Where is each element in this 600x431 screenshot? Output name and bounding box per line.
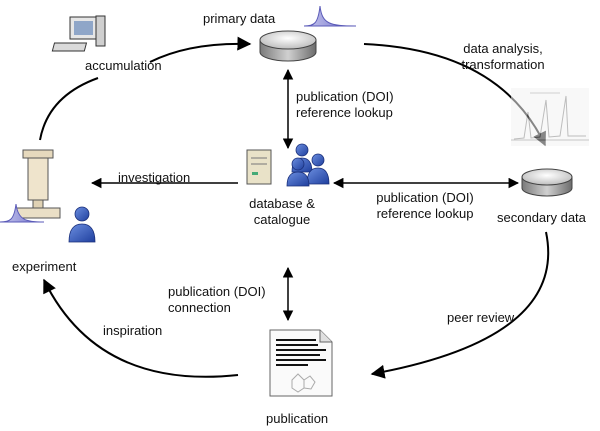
person-icon [68, 206, 96, 243]
experiment-peak-icon [0, 203, 45, 223]
database-label: database & catalogue [232, 196, 332, 228]
experiment-label: experiment [12, 259, 77, 274]
pub-ref-right-line-2: reference lookup [376, 206, 474, 221]
server-icon [246, 149, 272, 185]
database-label-line-1: database & [249, 196, 315, 211]
analysis-label-line-2: transformation [461, 57, 545, 72]
pub-ref-right-label: publication (DOI) reference lookup [360, 190, 490, 222]
secondary-data-disk-icon [521, 168, 573, 197]
pub-ref-top-line-2: reference lookup [296, 105, 393, 120]
arrow-publication-to-experiment [43, 278, 239, 378]
secondary-data-label: secondary data [497, 210, 586, 225]
peer-review-label: peer review [447, 310, 515, 325]
pub-connection-line-2: connection [168, 300, 231, 315]
database-label-line-2: catalogue [253, 212, 311, 227]
analysis-label: data analysis, transformation [448, 41, 558, 73]
pub-ref-top-label: publication (DOI) reference lookup [296, 89, 394, 121]
spectrum-peak-icon [303, 5, 357, 27]
spectrum-plot-icon [511, 88, 589, 146]
arrow-secondary-to-publication [370, 231, 550, 379]
pub-ref-top-line-1: publication (DOI) [296, 89, 394, 104]
pub-connection-label: publication (DOI) connection [168, 284, 266, 316]
computer-icon [51, 15, 106, 52]
inspiration-label: inspiration [103, 323, 163, 338]
accumulation-label: accumulation [85, 58, 162, 73]
arrow-experiment-to-accumulation [39, 77, 99, 141]
primary-data-disk-icon [259, 30, 317, 62]
instrument-icon [15, 149, 61, 219]
publication-document-icon [269, 329, 333, 397]
arrow-accumulation-to-primary [149, 36, 252, 63]
pub-ref-right-line-1: publication (DOI) [376, 190, 474, 205]
people-group-icon [286, 143, 330, 187]
analysis-label-line-1: data analysis, [463, 41, 543, 56]
publication-label: publication [266, 411, 329, 426]
pub-connection-line-1: publication (DOI) [168, 284, 266, 299]
investigation-label: investigation [118, 170, 191, 185]
primary-data-label: primary data [203, 11, 276, 26]
